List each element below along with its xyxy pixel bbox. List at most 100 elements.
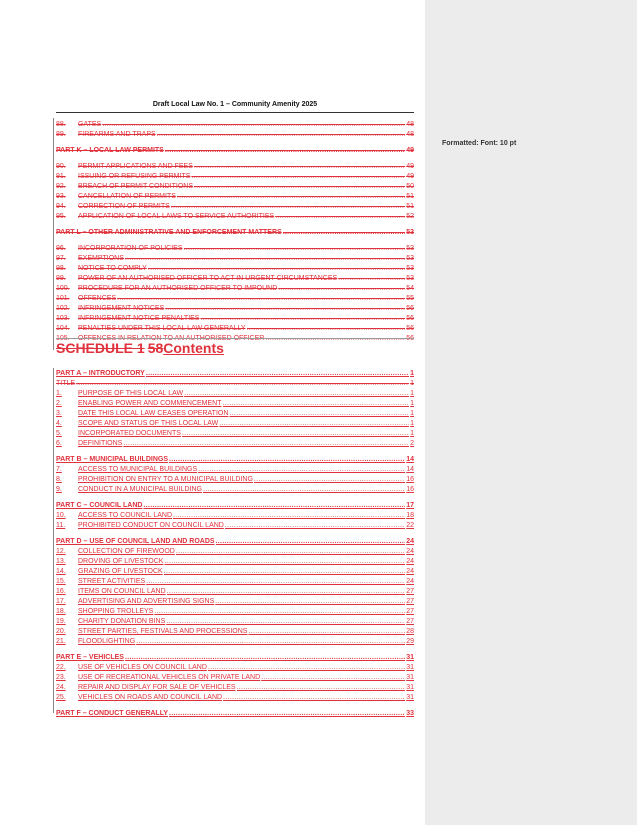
toc-dot-leader <box>146 577 405 586</box>
toc-entry-title: PROHIBITION ON ENTRY TO A MUNICIPAL BUIL… <box>78 476 253 483</box>
toc-page-number: 1 <box>410 410 414 417</box>
toc-entry[interactable]: 93.CANCELLATION OF PERMITS51 <box>56 192 414 201</box>
toc-part-heading[interactable]: PART K – LOCAL LAW PERMITS49 <box>56 146 414 155</box>
toc-entry[interactable]: 89.FIREARMS AND TRAPS48 <box>56 130 414 139</box>
toc-entry[interactable]: 11.PROHIBITED CONDUCT ON COUNCIL LAND22 <box>56 521 414 530</box>
toc-dot-leader <box>176 547 405 556</box>
toc-entry[interactable]: 4.SCOPE AND STATUS OF THIS LOCAL LAW1 <box>56 419 414 428</box>
toc-dot-leader <box>191 172 405 181</box>
toc-dot-leader <box>164 557 405 566</box>
toc-entry[interactable]: 15.STREET ACTIVITIES24 <box>56 577 414 586</box>
toc-entry-title: CONDUCT IN A MUNICIPAL BUILDING <box>78 486 202 493</box>
toc-entry[interactable]: 6.DEFINITIONS2 <box>56 439 414 448</box>
toc-entry-title: TITLE <box>56 380 76 387</box>
toc-entry[interactable]: 98.NOTICE TO COMPLY53 <box>56 264 414 273</box>
comment-margin-pane[interactable] <box>425 0 637 825</box>
toc-page-number: 31 <box>406 694 414 701</box>
toc-entry[interactable]: 17.ADVERTISING AND ADVERTISING SIGNS27 <box>56 597 414 606</box>
toc-part-heading[interactable]: PART D – USE OF COUNCIL LAND AND ROADS24 <box>56 537 414 546</box>
toc-entry[interactable]: 23.USE OF RECREATIONAL VEHICLES ON PRIVA… <box>56 673 414 682</box>
toc-entry[interactable]: 10.ACCESS TO COUNCIL LAND18 <box>56 511 414 520</box>
toc-dot-leader <box>146 369 409 378</box>
toc-page-number: 24 <box>406 538 414 545</box>
toc-entry[interactable]: 22.USE OF VEHICLES ON COUNCIL LAND31 <box>56 663 414 672</box>
toc-entry[interactable]: 103.INFRINGEMENT NOTICE PENALTIES56 <box>56 314 414 323</box>
toc-entry[interactable]: 92.BREACH OF PERMIT CONDITIONS50 <box>56 182 414 191</box>
toc-entry[interactable]: 14.GRAZING OF LIVESTOCK24 <box>56 567 414 576</box>
toc-entry[interactable]: 3.DATE THIS LOCAL LAW CEASES OPERATION1 <box>56 409 414 418</box>
toc-entry-title: BREACH OF PERMIT CONDITIONS <box>78 183 193 190</box>
toc-entry[interactable]: 24.REPAIR AND DISPLAY FOR SALE OF VEHICL… <box>56 683 414 692</box>
toc-entry[interactable]: 91.ISSUING OR REFUSING PERMITS49 <box>56 172 414 181</box>
toc-page-number: 49 <box>406 163 414 170</box>
toc-part-heading[interactable]: PART L – OTHER ADMINISTRATIVE AND ENFORC… <box>56 228 414 237</box>
toc-entry[interactable]: 20. STREET PARTIES, FESTIVALS AND PROCESS… <box>56 627 414 636</box>
toc-part-heading[interactable]: PART E – VEHICLES31 <box>56 653 414 662</box>
toc-entry-title: STREET PARTIES, FESTIVALS AND PROCESSION… <box>78 628 248 635</box>
toc-entry[interactable]: 13.DROVING OF LIVESTOCK24 <box>56 557 414 566</box>
toc-entry[interactable]: 97.EXEMPTIONS53 <box>56 254 414 263</box>
change-bar <box>53 368 54 713</box>
toc-entry[interactable]: 95.APPLICATION OF LOCAL LAWS TO SERVICE … <box>56 212 414 221</box>
toc-entry[interactable]: 88.GATES48 <box>56 120 414 129</box>
toc-page-number: 53 <box>406 275 414 282</box>
toc-entry-number: 20. <box>56 628 66 635</box>
toc-entry[interactable]: 99.POWER OF AN AUTHORISED OFFICER TO ACT… <box>56 274 414 283</box>
toc-entry-number: 2. <box>56 400 62 407</box>
toc-entry[interactable]: 12.COLLECTION OF FIREWOOD24 <box>56 547 414 556</box>
toc-page-number: 29 <box>406 638 414 645</box>
toc-entry[interactable]: 90.PERMIT APPLICATIONS AND FEES49 <box>56 162 414 171</box>
toc-entry[interactable]: 16.ITEMS ON COUNCIL LAND27 <box>56 587 414 596</box>
toc-entry[interactable]: 7.ACCESS TO MUNICIPAL BUILDINGS14 <box>56 465 414 474</box>
toc-dot-leader <box>169 455 405 464</box>
toc-part-heading[interactable]: PART C – COUNCIL LAND17 <box>56 501 414 510</box>
toc-page-number: 53 <box>406 245 414 252</box>
toc-entry[interactable]: 102.INFRINGEMENT NOTICES56 <box>56 304 414 313</box>
toc-entry[interactable]: 101.OFFENCES55 <box>56 294 414 303</box>
toc-entry[interactable]: 1.PURPOSE OF THIS LOCAL LAW1 <box>56 389 414 398</box>
toc-part-heading[interactable]: PART B – MUNICIPAL BUILDINGS14 <box>56 455 414 464</box>
toc-page-number: 1 <box>410 370 414 377</box>
header-rule <box>56 112 414 113</box>
toc-entry-number: 99. <box>56 275 66 282</box>
toc-entry[interactable]: 100.PROCEDURE FOR AN AUTHORISED OFFICER … <box>56 284 414 293</box>
toc-dot-leader <box>117 294 405 303</box>
toc-entry[interactable]: 19.CHARITY DONATION BINS27 <box>56 617 414 626</box>
toc-entry[interactable]: 18.SHOPPING TROLLEYS27 <box>56 607 414 616</box>
toc-entry-number: 17. <box>56 598 66 605</box>
toc-entry[interactable]: 5.INCORPORATED DOCUMENTS1 <box>56 429 414 438</box>
toc-part-heading[interactable]: PART A – INTRODUCTORY1 <box>56 369 414 378</box>
toc-dot-leader <box>194 182 405 191</box>
toc-entry-title: USE OF VEHICLES ON COUNCIL LAND <box>78 664 207 671</box>
toc-entry[interactable]: 21.FLOODLIGHTING29 <box>56 637 414 646</box>
toc-entry-number: 101. <box>56 295 70 302</box>
toc-entry[interactable]: 2.ENABLING POWER AND COMMENCEMENT1 <box>56 399 414 408</box>
toc-entry-number: 92. <box>56 183 66 190</box>
toc-entry-number: 89. <box>56 131 66 138</box>
toc-dot-leader <box>136 637 405 646</box>
formatting-balloon[interactable]: Formatted: Font: 10 pt <box>442 140 517 147</box>
toc-page-number: 27 <box>406 588 414 595</box>
toc-entry-title: GATES <box>78 121 102 128</box>
toc-entry-title: PART K – LOCAL LAW PERMITS <box>56 147 164 154</box>
toc-entry[interactable]: 8.PROHIBITION ON ENTRY TO A MUNICIPAL BU… <box>56 475 414 484</box>
toc-entry[interactable]: 94.CORRECTION OF PERMITS51 <box>56 202 414 211</box>
toc-entry-title: STREET ACTIVITIES <box>78 578 146 585</box>
toc-entry-number: 104. <box>56 325 70 332</box>
toc-entry-title: INCORPORATION OF POLICIES <box>78 245 183 252</box>
toc-part-heading[interactable]: PART F – CONDUCT GENERALLY33 <box>56 709 414 718</box>
document-header-title: Draft Local Law No. 1 – Community Amenit… <box>152 101 318 108</box>
toc-entry[interactable]: 104.PENALTIES UNDER THIS LOCAL LAW GENER… <box>56 324 414 333</box>
toc-entry[interactable]: 9.CONDUCT IN A MUNICIPAL BUILDING16 <box>56 485 414 494</box>
toc-page-number: 22 <box>406 522 414 529</box>
toc-dot-leader <box>219 419 409 428</box>
toc-entry[interactable]: TITLE1 <box>56 379 414 388</box>
toc-page-number: 51 <box>406 193 414 200</box>
toc-entry-title: GRAZING OF LIVESTOCK <box>78 568 163 575</box>
toc-entry[interactable]: 96.INCORPORATION OF POLICIES53 <box>56 244 414 253</box>
toc-entry-title: INFRINGEMENT NOTICE PENALTIES <box>78 315 200 322</box>
toc-entry-title: DEFINITIONS <box>78 440 123 447</box>
toc-page-number: 56 <box>406 315 414 322</box>
toc-entry[interactable]: 25.VEHICLES ON ROADS AND COUNCIL LAND31 <box>56 693 414 702</box>
toc-page-number: 18 <box>406 512 414 519</box>
